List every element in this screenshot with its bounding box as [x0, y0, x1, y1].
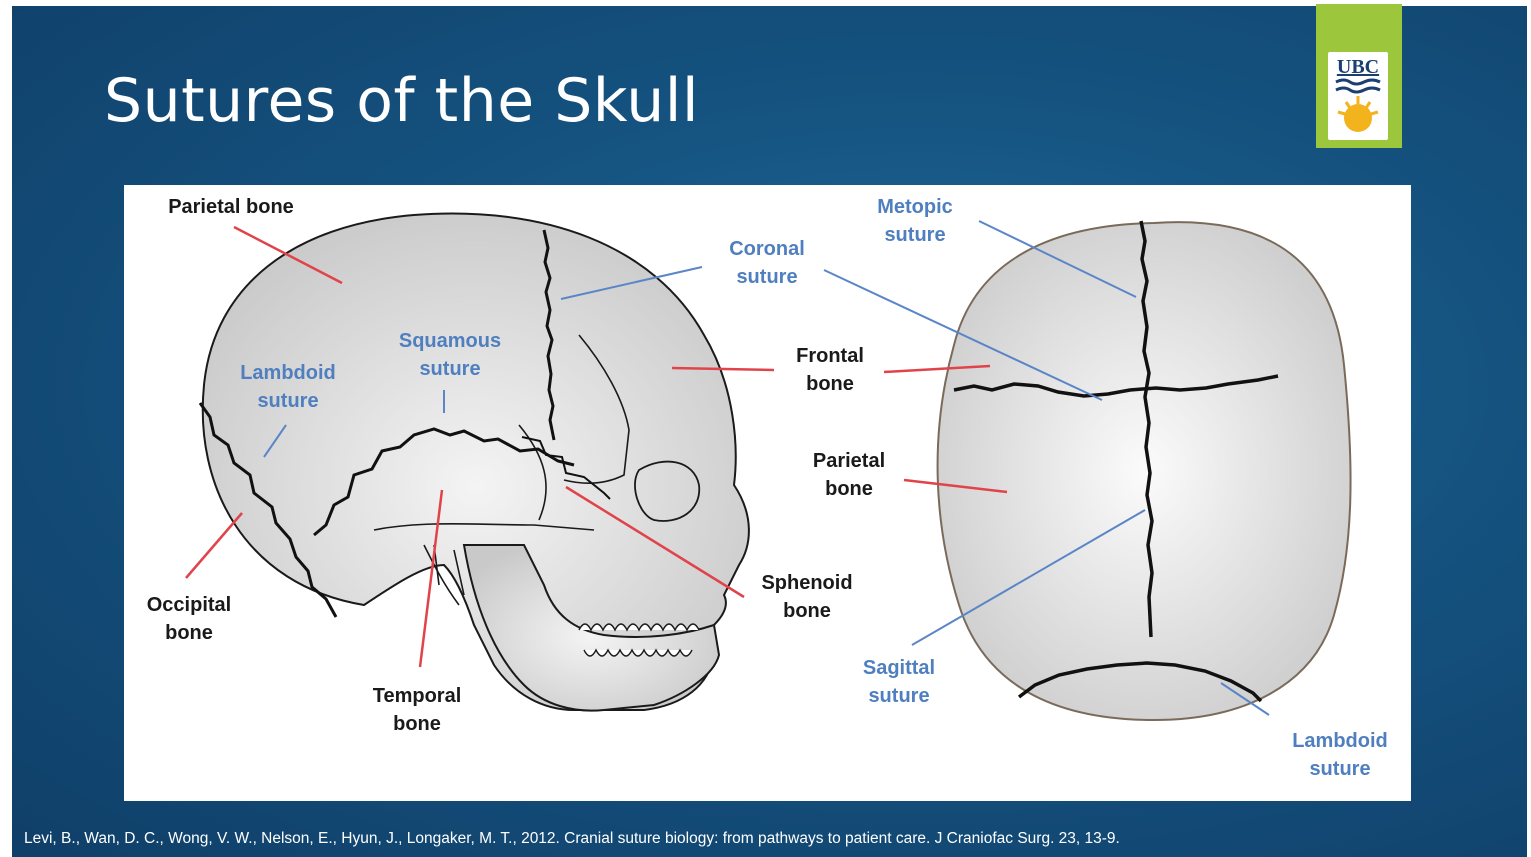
label-frontal-bone: Frontal bone [770, 342, 890, 398]
label-lambdoid-suture-lateral: Lambdoid suture [218, 359, 358, 415]
label-sagittal-suture: Sagittal suture [834, 654, 964, 710]
lateral-skull [186, 214, 774, 711]
slide-top-border [0, 0, 1531, 6]
slide-left-border [0, 0, 12, 857]
ubc-shield-icon: UBC [1328, 52, 1388, 140]
label-metopic-suture: Metopic suture [850, 193, 980, 249]
ubc-logo: UBC [1316, 4, 1402, 148]
label-sphenoid-bone: Sphenoid bone [742, 569, 872, 625]
label-parietal-bone-lateral: Parietal bone [156, 193, 306, 221]
label-lambdoid-suture-top: Lambdoid suture [1270, 727, 1410, 783]
label-temporal-bone: Temporal bone [352, 682, 482, 738]
label-squamous-suture: Squamous suture [380, 327, 520, 383]
diagram-panel: Parietal bone Coronal suture Squamous su… [124, 185, 1411, 801]
label-parietal-bone-top: Parietal bone [784, 447, 914, 503]
label-coronal-suture: Coronal suture [702, 235, 832, 291]
slide-title: Sutures of the Skull [104, 66, 699, 136]
slide-right-border [1527, 0, 1531, 857]
label-occipital-bone: Occipital bone [124, 591, 254, 647]
citation-text: Levi, B., Wan, D. C., Wong, V. W., Nelso… [24, 830, 1120, 848]
